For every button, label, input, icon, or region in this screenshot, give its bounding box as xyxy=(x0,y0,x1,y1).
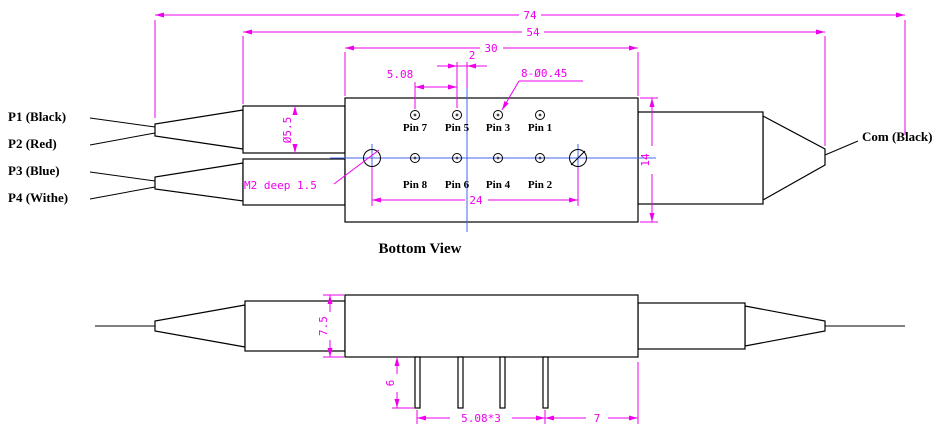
right-taper xyxy=(762,115,826,202)
pin-labels: Pin 7 Pin 5 Pin 3 Pin 1 Pin 8 Pin 6 Pin … xyxy=(403,122,553,191)
pin3-hole-dot xyxy=(496,113,500,117)
mount-hole-note: M2 deep 1.5 xyxy=(244,179,317,192)
pin6-hole xyxy=(452,153,462,163)
pin2-hole-dot xyxy=(538,156,542,160)
port-label-p2: P2 (Red) xyxy=(8,136,57,151)
pin-leg-1 xyxy=(414,356,421,409)
left-upper-taper xyxy=(154,109,244,150)
port-label-p4: P4 (Withe) xyxy=(8,190,68,205)
pin1-hole-dot xyxy=(538,113,542,117)
mounting-hole-left xyxy=(363,149,381,167)
pin-label-6: Pin 6 xyxy=(445,179,470,191)
dim-30-group: 30 xyxy=(344,42,639,96)
pin-label-2: Pin 2 xyxy=(528,179,553,191)
dim-14-group: 14 xyxy=(639,97,658,223)
bottom-view-outline xyxy=(154,294,826,409)
pin8-hole xyxy=(410,153,420,163)
pin-label-4: Pin 4 xyxy=(486,179,511,191)
dim-5-08-group: 5.08 xyxy=(387,68,457,109)
pin8-hole-dot xyxy=(413,156,417,160)
dim-pin-holes-group: 8-Ø0.45 xyxy=(501,67,583,111)
dim-boot-diameter: Ø5.5 xyxy=(281,117,294,144)
dim-74-group: 74 xyxy=(154,9,906,135)
left-lower-taper xyxy=(154,162,244,202)
dim-pin-length: 6 xyxy=(384,380,397,387)
bottom-right-boot xyxy=(637,302,746,350)
top-view-outline xyxy=(154,97,826,223)
dim-boot-diameter-group: Ø5.5 xyxy=(281,106,298,153)
port-label-p1: P1 (Black) xyxy=(8,109,66,124)
pin-label-8: Pin 8 xyxy=(403,179,428,191)
mounting-hole-right-tick xyxy=(570,150,586,166)
dim-overall-length: 74 xyxy=(523,9,537,22)
p3-fiber-line xyxy=(89,171,156,182)
pin3-hole xyxy=(493,110,503,120)
mount-hole-note-group: M2 deep 1.5 xyxy=(244,149,380,192)
pin-label-5: Pin 5 xyxy=(445,122,470,134)
dim-7-group: 7 xyxy=(545,362,639,425)
dim-2-group: 2 xyxy=(437,49,487,108)
right-boot xyxy=(637,111,764,205)
fiber-lines xyxy=(89,117,859,200)
left-lower-boot xyxy=(242,158,346,206)
dim-end-gap: 7 xyxy=(594,412,601,425)
pin1-hole xyxy=(535,110,545,120)
com-fiber-line xyxy=(824,140,859,156)
dim-pin-pitch: 5.08 xyxy=(387,68,414,81)
top-view-body xyxy=(344,97,639,223)
pin-leg-4 xyxy=(542,356,549,409)
mounting-hole-right xyxy=(569,149,587,167)
pin4-hole xyxy=(493,153,503,163)
bottom-right-taper xyxy=(744,305,826,347)
dim-6-group: 6 xyxy=(384,357,414,409)
p1-fiber-line xyxy=(89,117,156,128)
bottom-view: 7.5 6 5.08*3 7 xyxy=(95,294,905,425)
pin-label-7: Pin 7 xyxy=(403,122,428,134)
bottom-view-body xyxy=(344,294,639,358)
pin5-hole-dot xyxy=(455,113,459,117)
pin5-hole xyxy=(452,110,462,120)
dim-body-height: 14 xyxy=(639,153,652,167)
dim-row-offset: 2 xyxy=(469,49,476,62)
dim-side-height: 7.5 xyxy=(317,316,330,336)
top-view: 74 54 30 5.08 xyxy=(8,9,932,232)
p4-fiber-line xyxy=(89,186,156,200)
pin4-hole-dot xyxy=(496,156,500,160)
bottom-left-boot xyxy=(244,300,346,352)
pin-label-1: Pin 1 xyxy=(528,122,552,134)
p2-fiber-line xyxy=(89,132,156,146)
dim-pin-span: 5.08*3 xyxy=(461,412,501,425)
dim-boot-span: 54 xyxy=(526,26,540,39)
pin-holes xyxy=(363,110,587,167)
dim-pin-holes-label: 8-Ø0.45 xyxy=(521,67,567,80)
pin-leg-2 xyxy=(457,356,464,409)
dim-pin-span-group: 5.08*3 xyxy=(416,410,546,425)
port-label-com: Com (Black) xyxy=(862,129,932,144)
pin7-hole-dot xyxy=(413,113,417,117)
dim-24-group: 24 xyxy=(371,167,579,207)
bottom-left-taper xyxy=(154,304,246,348)
dim-54-group: 54 xyxy=(242,26,826,146)
pin7-hole xyxy=(410,110,420,120)
port-label-p3: P3 (Blue) xyxy=(8,163,60,178)
pin-label-3: Pin 3 xyxy=(486,122,511,134)
port-labels: P1 (Black) P2 (Red) P3 (Blue) P4 (Withe)… xyxy=(8,109,932,205)
dim-hole-spacing: 24 xyxy=(469,194,483,207)
left-upper-boot xyxy=(242,105,346,154)
dim-7-5-group: 7.5 xyxy=(317,294,344,358)
bottom-view-title: Bottom View xyxy=(379,241,462,257)
dim-body-width: 30 xyxy=(484,42,497,55)
pin6-hole-dot xyxy=(455,156,459,160)
pin-leg-3 xyxy=(499,356,506,409)
pin2-hole xyxy=(535,153,545,163)
